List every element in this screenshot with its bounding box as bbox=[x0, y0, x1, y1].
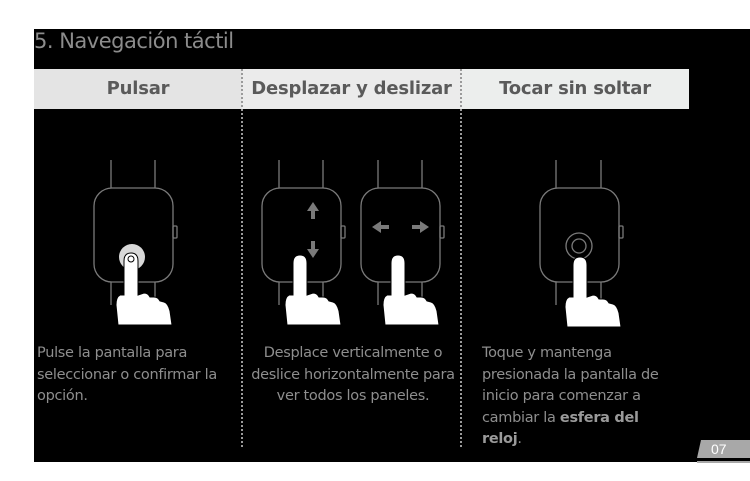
page-number-badge: 07 bbox=[697, 440, 750, 458]
swipe-description: Desplace verticalmente o deslice horizon… bbox=[251, 345, 455, 404]
column-header-long-press: Tocar sin soltar bbox=[461, 69, 689, 109]
long-press-description-end: . bbox=[517, 431, 522, 447]
column-header-tap: Pulsar bbox=[34, 69, 242, 109]
section-title: 5. Navegación táctil bbox=[34, 29, 234, 53]
long-press-description-text: Toque y mantenga presionada la pantalla … bbox=[482, 345, 659, 426]
long-press-description: Toque y mantenga presionada la pantalla … bbox=[482, 343, 682, 451]
header-band: Pulsar Desplazar y deslizar Tocar sin so… bbox=[34, 69, 689, 109]
column-divider bbox=[241, 69, 243, 447]
column-divider bbox=[460, 69, 462, 447]
page-number: 07 bbox=[711, 441, 727, 457]
column-header-swipe: Desplazar y deslizar bbox=[242, 69, 461, 109]
long-press-gesture-icon bbox=[539, 160, 624, 328]
page-number-underline bbox=[697, 461, 750, 463]
tap-description: Pulse la pantalla para seleccionar o con… bbox=[37, 345, 217, 404]
swipe-gesture-icon bbox=[261, 160, 445, 326]
tap-gesture-icon bbox=[93, 160, 178, 326]
watch-face-emphasis: esfera del reloj bbox=[482, 409, 639, 448]
